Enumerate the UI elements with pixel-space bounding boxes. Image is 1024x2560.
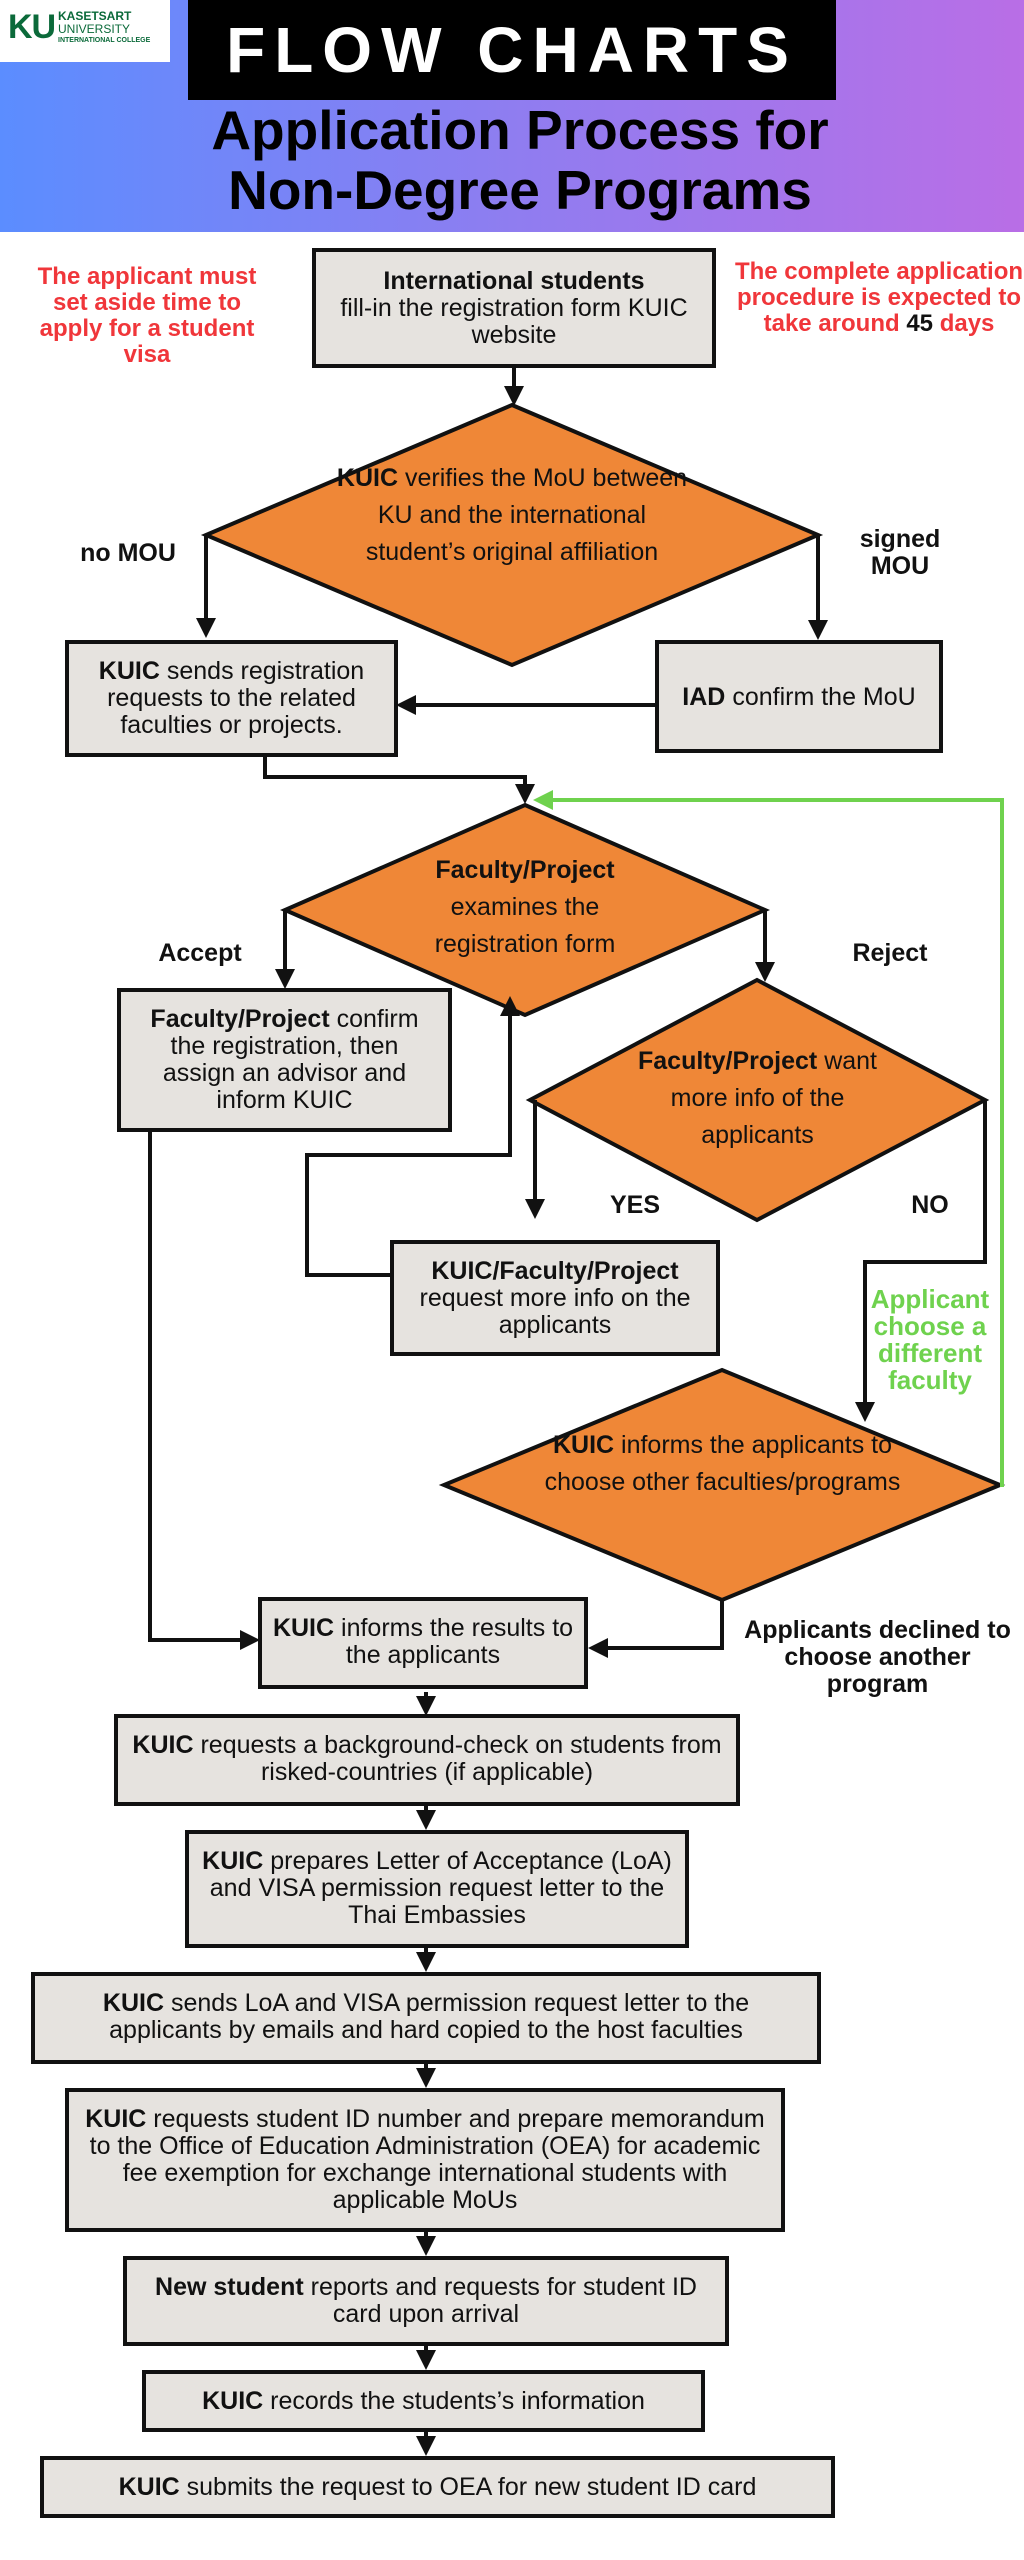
- step-registration-form: International students fill-in the regis…: [312, 248, 716, 368]
- step-background-check: KUIC requests a background-check on stud…: [114, 1714, 740, 1806]
- step-iad-confirm: IAD confirm the MoU: [655, 640, 943, 753]
- loa-text: prepares Letter of Acceptance (LoA) and …: [209, 1847, 672, 1929]
- verify-bold: KUIC: [336, 464, 399, 492]
- banner-title: FLOW CHARTS: [188, 0, 836, 100]
- duration-note: The complete application procedure is ex…: [734, 259, 1024, 337]
- records-bold: KUIC: [202, 2386, 264, 2415]
- send-loa-text: sends LoA and VISA permission request le…: [109, 1989, 750, 2044]
- confirm-text: confirm the registration, then assign an…: [162, 1005, 419, 1114]
- logo-line1: KASETSART: [58, 9, 132, 23]
- subtitle-line1: Application Process for: [211, 99, 829, 161]
- step-inform-results: KUIC informs the results to the applican…: [258, 1597, 588, 1689]
- step-send-requests: KUIC sends registration requests to the …: [65, 640, 398, 757]
- diamond-want-info: [525, 977, 990, 1223]
- want-info-text: Faculty/Project want more info of the ap…: [615, 1043, 900, 1154]
- inform-other-text: KUIC informs the applicants to choose ot…: [540, 1427, 905, 1501]
- step-start-text: fill-in the registration form KUIC websi…: [340, 293, 688, 349]
- iad-text: confirm the MoU: [732, 683, 916, 711]
- step-send-loa: KUIC sends LoA and VISA permission reque…: [31, 1972, 821, 2064]
- report-bold: New student: [155, 2273, 304, 2301]
- verify-mou-text: KUIC verifies the MoU between KU and the…: [330, 460, 694, 571]
- submit-text: submits the request to OEA for new stude…: [186, 2472, 757, 2501]
- send-loa-bold: KUIC: [102, 1989, 165, 2017]
- examine-body: examines the registration form: [434, 893, 616, 958]
- submit-bold: KUIC: [118, 2472, 180, 2501]
- subtitle-line2: Non-Degree Programs: [228, 159, 812, 221]
- label-different-faculty: Applicant choose a different faculty: [870, 1284, 990, 1395]
- label-accept: Accept: [158, 939, 242, 967]
- diamond-examine-form: [280, 802, 770, 1018]
- send-requests-bold: KUIC: [98, 657, 160, 685]
- examine-text: Faculty/Project examines the registratio…: [395, 852, 655, 963]
- duration-note-text: The complete application procedure is ex…: [734, 258, 1024, 337]
- records-text: records the students’s information: [270, 2386, 645, 2415]
- page-subtitle: Application Process for Non-Degree Progr…: [100, 100, 940, 220]
- send-requests-text: sends registration requests to the relat…: [107, 657, 365, 739]
- duration-days: 45: [906, 310, 934, 337]
- results-bold: KUIC: [272, 1614, 335, 1642]
- background-bold: KUIC: [132, 1731, 194, 1759]
- step-request-more-info: KUIC/Faculty/Project request more info o…: [390, 1240, 720, 1356]
- results-text: informs the results to the applicants: [341, 1614, 574, 1669]
- ku-logo: KU KASETSART UNIVERSITY INTERNATIONAL CO…: [0, 0, 170, 62]
- report-text: reports and requests for student ID card…: [310, 2273, 697, 2328]
- duration-unit: days: [939, 310, 995, 337]
- confirm-bold: Faculty/Project: [150, 1005, 330, 1033]
- step-prepare-loa: KUIC prepares Letter of Acceptance (LoA)…: [185, 1830, 689, 1948]
- step-confirm-registration: Faculty/Project confirm the registration…: [117, 988, 452, 1132]
- want-info-bold: Faculty/Project: [638, 1047, 818, 1075]
- student-id-text: requests student ID number and prepare m…: [89, 2105, 765, 2214]
- label-no: NO: [911, 1191, 949, 1219]
- diamond-verify-mou: [200, 402, 824, 668]
- step-submit-oea: KUIC submits the request to OEA for new …: [40, 2456, 835, 2518]
- visa-note: The applicant must set aside time to app…: [37, 263, 257, 368]
- label-signed-mou: signed MOU: [859, 525, 941, 580]
- loop-different-faculty: [533, 790, 1004, 1487]
- logo-line3: INTERNATIONAL COLLEGE: [58, 37, 151, 45]
- iad-bold: IAD: [682, 683, 726, 711]
- loa-bold: KUIC: [202, 1847, 264, 1875]
- logo-line2: UNIVERSITY: [58, 21, 131, 36]
- request-info-text: request more info on the applicants: [419, 1284, 691, 1339]
- step-record-info: KUIC records the students’s information: [142, 2370, 705, 2432]
- inform-other-bold: KUIC: [552, 1431, 615, 1459]
- verify-body: verifies the MoU between KU and the inte…: [365, 464, 688, 566]
- examine-bold: Faculty/Project: [435, 856, 615, 884]
- step-request-student-id: KUIC requests student ID number and prep…: [65, 2088, 785, 2232]
- background-text: requests a background-check on students …: [200, 1731, 722, 1786]
- student-id-bold: KUIC: [85, 2105, 147, 2133]
- label-yes: YES: [609, 1191, 661, 1219]
- step-new-student-report: New student reports and requests for stu…: [123, 2256, 729, 2346]
- logo-mark: KU: [8, 8, 56, 46]
- request-info-bold: KUIC/Faculty/Project: [431, 1257, 679, 1285]
- logo-text: KASETSART UNIVERSITY INTERNATIONAL COLLE…: [58, 10, 150, 45]
- step-start-bold: International students: [383, 266, 645, 295]
- inform-other-body: informs the applicants to choose other f…: [544, 1431, 901, 1496]
- label-declined: Applicants declined to choose another pr…: [744, 1616, 1011, 1698]
- label-no-mou: no MOU: [80, 539, 176, 567]
- label-reject: Reject: [852, 939, 928, 967]
- want-info-body: want more info of the applicants: [670, 1047, 877, 1149]
